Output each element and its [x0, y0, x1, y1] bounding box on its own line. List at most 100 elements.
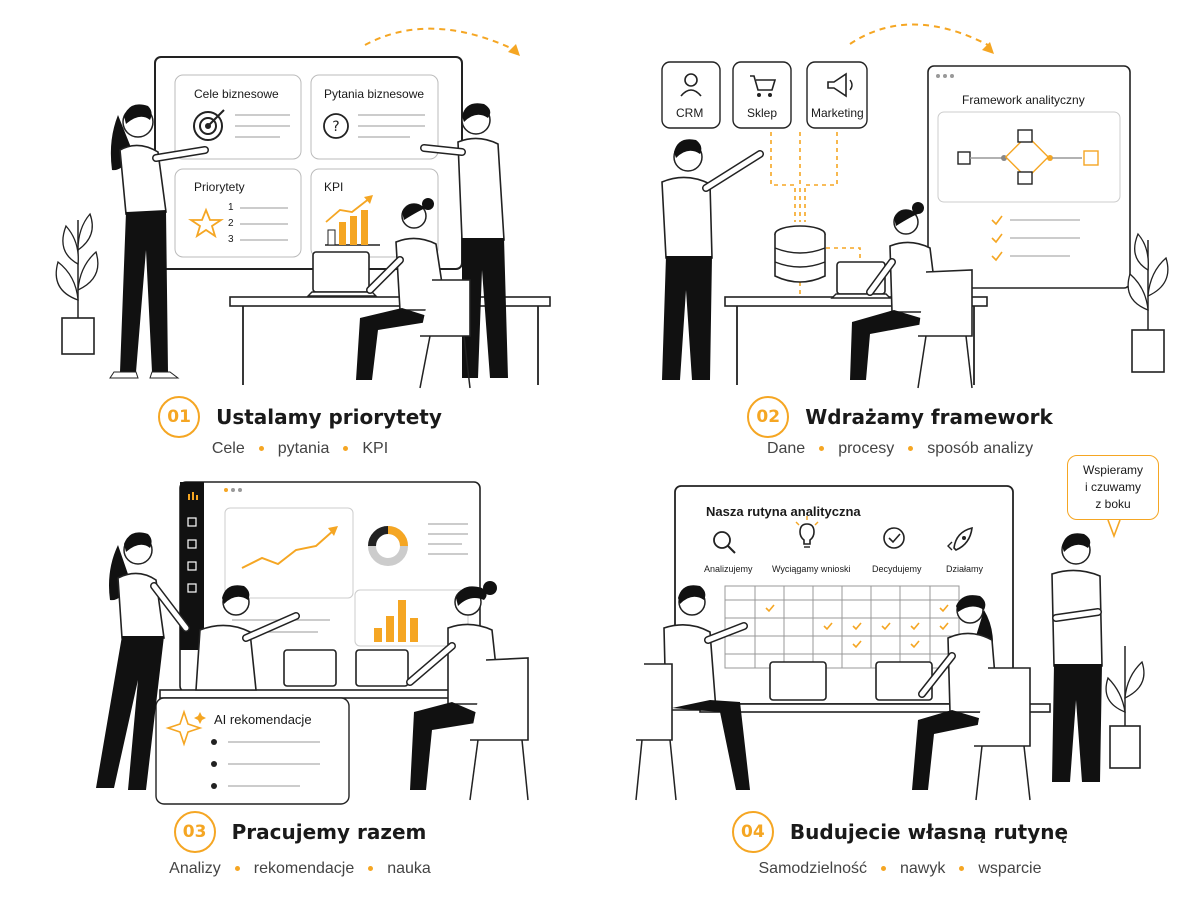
tag: wsparcie	[978, 860, 1042, 877]
source-label-crm: CRM	[676, 106, 704, 120]
donut-chart	[368, 526, 408, 566]
chart-logo-icon	[188, 492, 198, 500]
step-title: Ustalamy priorytety	[216, 405, 442, 429]
laptop-icon	[283, 649, 409, 687]
megaphone-icon	[827, 72, 853, 98]
tag: nawyk	[900, 860, 946, 877]
priority-number-1: 1	[228, 202, 234, 213]
routine-stage-act: Działamy	[946, 564, 984, 574]
desk	[159, 689, 491, 699]
kpi-chart-icon	[325, 195, 380, 246]
man-presenter	[420, 103, 508, 378]
ai-recommendations-panel	[155, 697, 350, 805]
step-2-heading: 02 Wdrażamy framework	[600, 396, 1200, 438]
man-presenter	[661, 139, 764, 380]
speech-bubble-tail	[1107, 519, 1121, 539]
routine-stage-analyze: Analizujemy	[704, 564, 753, 574]
card-priorities	[174, 168, 302, 258]
separator-dot	[819, 446, 825, 452]
lightbulb-icon	[795, 516, 819, 548]
arrow-head	[508, 44, 520, 56]
source-card-shop	[732, 61, 792, 129]
separator-dot	[258, 446, 264, 452]
seated-man	[635, 585, 750, 801]
seated-man	[195, 585, 300, 691]
step-1-tags: Cele pytania KPI	[0, 440, 600, 458]
step-3-tags: Analizy rekomendacje nauka	[0, 860, 600, 878]
step-1-heading: 01 Ustalamy priorytety	[0, 396, 600, 438]
curved-arrow	[364, 27, 516, 51]
step-3-panel: AI rekomendacje 03 Pracujemy razem Anali…	[0, 450, 600, 900]
card-label-priorities: Priorytety	[194, 180, 245, 194]
step-number-badge: 04	[731, 811, 774, 853]
recommendation-list	[211, 739, 320, 789]
cart-icon	[750, 75, 777, 97]
rocket-icon	[947, 526, 973, 551]
step-number-badge: 02	[747, 396, 790, 438]
woman-presenter	[109, 104, 209, 379]
tag: KPI	[362, 440, 389, 457]
tag: sposób analizy	[927, 440, 1034, 457]
tag: Samodzielność	[758, 860, 868, 877]
separator-dot	[234, 866, 240, 872]
routine-grid	[724, 585, 960, 669]
sidebar-icons	[187, 517, 197, 593]
question-lines	[358, 114, 425, 138]
desk	[229, 296, 551, 307]
svg-text:?: ?	[332, 119, 339, 135]
tag: nauka	[387, 860, 431, 877]
seated-woman	[912, 595, 1031, 801]
step-title: Budujecie własną rutynę	[789, 820, 1069, 844]
separator-dot	[908, 446, 914, 452]
source-card-crm	[661, 61, 721, 129]
line-chart-card	[224, 507, 354, 599]
target-icon	[193, 109, 225, 141]
priority-lines	[240, 207, 288, 241]
tag: Analizy	[169, 860, 221, 877]
routine-stage-insights: Wyciągamy wnioski	[772, 564, 851, 574]
plant-icon	[1127, 232, 1169, 373]
laptop-icon	[306, 251, 378, 297]
source-label-marketing: Marketing	[811, 106, 864, 120]
step-number-badge: 03	[173, 811, 216, 853]
step-2-illustration	[661, 23, 1169, 389]
routine-stage-decide: Decydujemy	[872, 564, 922, 574]
laptop-icon	[769, 661, 933, 701]
step-4-panel: Nasza rutyna analityczna Analizujemy Wyc…	[600, 450, 1200, 900]
routine-title: Nasza rutyna analityczna	[706, 504, 861, 519]
goal-lines	[235, 114, 290, 138]
tag: pytania	[277, 440, 330, 457]
step-4-heading: 04 Budujecie własną rutynę	[600, 811, 1200, 853]
support-speech-bubble: Wspieramy i czuwamy z boku	[1067, 455, 1159, 520]
source-card-marketing	[806, 61, 868, 129]
magnifier-icon	[713, 531, 736, 554]
trend-line	[241, 529, 335, 569]
arrow-head	[982, 42, 994, 54]
check-circle-icon	[883, 527, 905, 549]
database-icon	[774, 225, 826, 283]
plant-icon	[55, 212, 99, 355]
tag: procesy	[838, 440, 895, 457]
step-3-heading: 03 Pracujemy razem	[0, 811, 600, 853]
tag: Cele	[211, 440, 245, 457]
tag: rekomendacje	[253, 860, 355, 877]
card-label-questions: Pytania biznesowe	[324, 87, 425, 101]
step-number-badge: 01	[158, 396, 201, 438]
card-label-kpi: KPI	[324, 180, 344, 194]
seated-woman	[406, 581, 529, 801]
card-label-goals: Cele biznesowe	[194, 87, 279, 101]
curved-arrow	[849, 23, 991, 47]
priority-number-3: 3	[228, 234, 234, 245]
step-3-illustration	[96, 481, 529, 805]
step-1-panel: ?	[0, 0, 600, 457]
separator-dot	[881, 866, 886, 872]
card-questions	[310, 74, 439, 160]
separator-dot	[343, 446, 349, 452]
step-title: Wdrażamy framework	[805, 405, 1053, 429]
framework-title: Framework analityczny	[962, 93, 1085, 107]
woman-presenter	[96, 532, 190, 790]
man-supporter	[1051, 533, 1103, 782]
plant-icon	[1105, 646, 1145, 769]
